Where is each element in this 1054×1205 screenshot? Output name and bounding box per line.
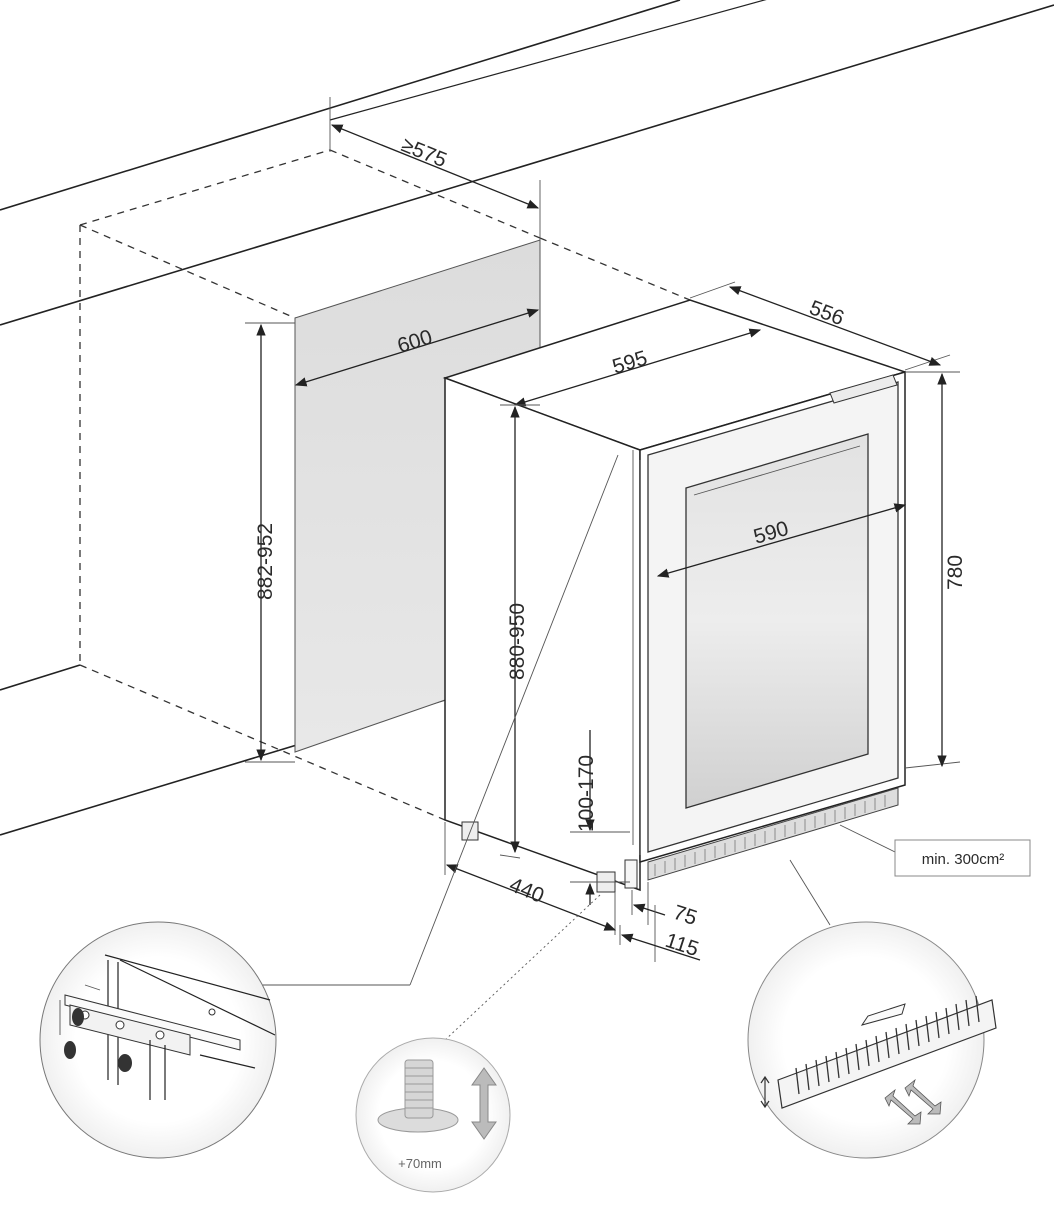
plinth-offset-label: 115 <box>662 929 701 961</box>
wine-cooler-body <box>442 299 908 893</box>
foot-detail-leader <box>444 894 601 1041</box>
ventilation-label-box <box>894 839 1031 877</box>
foot-depth-label: 440 <box>506 873 547 907</box>
niche-depth-dimension: ≥575 <box>329 97 541 240</box>
ventilation-plinth <box>647 787 899 881</box>
adjustable-foot-detail: +70mm <box>355 1037 511 1193</box>
unit-depth-label: 556 <box>806 296 847 330</box>
ventilation-grille-detail <box>747 921 997 1159</box>
screw-icon <box>64 1008 132 1072</box>
ventilation-callout: min. 300cm² <box>839 824 1031 877</box>
niche-height-label: 882-952 <box>254 523 277 600</box>
ventilation-label: min. 300cm² <box>922 851 1005 868</box>
hinge-detail-leader <box>409 454 619 986</box>
adjustable-height-label: 880-950 <box>506 603 529 680</box>
niche-depth-label: ≥575 <box>398 133 450 172</box>
foot-detail-label: +70mm <box>398 1156 442 1171</box>
front-offset-dimension: 75 <box>631 882 700 930</box>
up-down-arrow-icon <box>471 1067 497 1140</box>
height-arrow-icon <box>760 1075 770 1109</box>
unit-height-dimension: 780 <box>904 371 967 769</box>
grille-detail-leader <box>789 859 831 926</box>
niche-height-dimension: 882-952 <box>245 322 295 763</box>
slide-arrows-icon <box>884 1078 942 1125</box>
adjustable-height-dimension: 880-950 <box>499 404 540 859</box>
front-offset-label: 75 <box>670 901 699 930</box>
unit-height-label: 780 <box>944 555 967 590</box>
plinth-height-label: 100-170 <box>575 755 598 832</box>
door-glass <box>685 433 869 809</box>
hinge-bracket-detail <box>39 921 277 1159</box>
